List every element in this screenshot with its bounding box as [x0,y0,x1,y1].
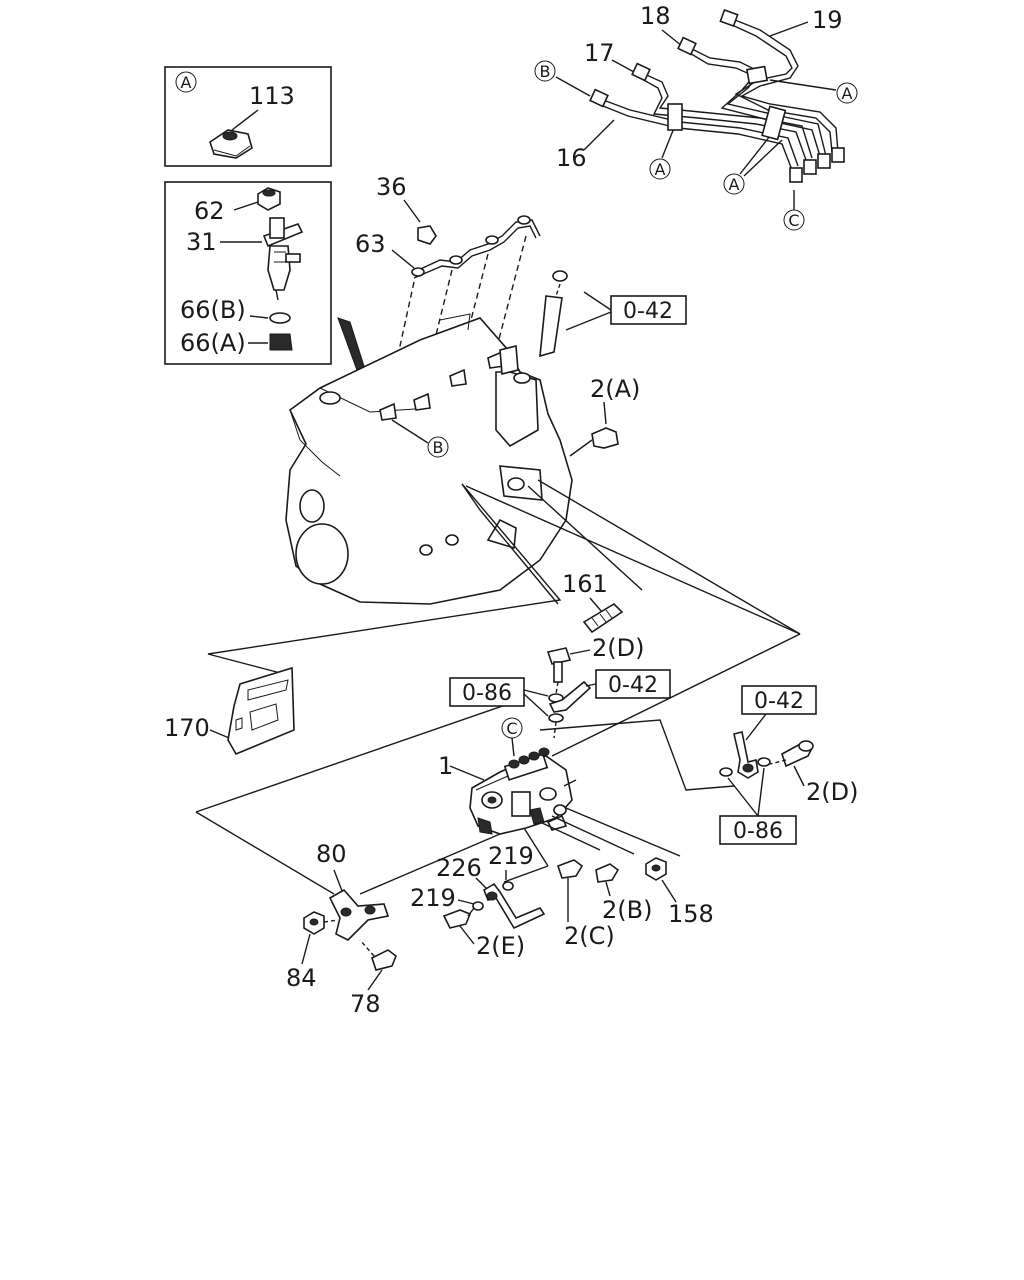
pipe-clip-right [761,105,787,141]
circle-label-c-pump: C [506,719,517,738]
label-84: 84 [286,964,317,992]
stud-161-group: 161 [562,570,624,634]
ref-0-42-right: 0-42 [754,689,804,714]
circle-label-b-engine: B [433,438,444,457]
label-31: 31 [186,228,217,256]
label-18: 18 [640,2,671,30]
o-ring-66b [269,312,291,324]
bolt-2a [591,427,619,449]
label-113: 113 [249,82,295,110]
injection-pump-group: 1 C [359,717,681,895]
label-62: 62 [194,197,225,225]
circle-label-a-pipe-right: A [842,84,853,103]
washer-bottom [548,713,564,723]
bolt-2b [595,863,620,883]
injector-body-31 [267,245,291,291]
inset-box-injector: 62 31 66(B) 66(A) [164,181,332,365]
ref-0-42-pump: 0-42 [608,673,658,698]
inset-box-clip: A 113 [164,66,332,167]
washer-219-left [472,901,484,911]
label-2d-right: 2(D) [806,778,858,806]
assembly-lines [195,479,801,895]
lower-parts: 80 84 78 226 219 219 2(E) 2(C) [286,840,714,1018]
label-219-left: 219 [410,884,456,912]
label-226: 226 [436,854,482,882]
label-2e: 2(E) [476,932,525,960]
label-1: 1 [438,752,453,780]
washer-219-top [502,881,514,891]
ref-0-86-left: 0-86 [462,681,512,706]
right-bracket-group: 0-42 2(D) 0-86 [719,685,858,845]
circle-label-a-inset: A [181,73,192,92]
label-17: 17 [584,39,615,67]
pump-top-fittings: 2(D) 0-86 0-42 [449,634,671,739]
label-2d-top: 2(D) [592,634,644,662]
bracket-80 [328,888,390,941]
seal-66a [269,333,293,351]
pipe-clip-113 [209,129,253,159]
label-16: 16 [556,144,587,172]
label-78: 78 [350,990,381,1018]
circle-label-c-pipe: C [788,211,799,230]
label-2b: 2(B) [602,896,652,924]
bolt-2d-top [546,647,572,665]
label-63: 63 [355,230,386,258]
label-2c: 2(C) [564,922,615,950]
label-2a: 2(A) [590,375,640,403]
engine-pulley [295,523,349,585]
label-170: 170 [164,714,210,742]
bolt-2e [442,909,472,929]
gasket-170-group: 170 [164,666,295,756]
circle-label-a-pipe-low: A [729,175,740,194]
label-19: 19 [812,6,843,34]
label-161: 161 [562,570,608,598]
washer-right-a [719,767,733,777]
label-219-top: 219 [488,842,534,870]
injection-pipes: 18 19 17 16 B A A A C [534,2,858,231]
pipe-226 [483,882,546,930]
gasket-170 [227,666,295,756]
label-66a: 66(A) [180,329,246,357]
pipe-clip-mid [667,103,683,131]
ref-0-86-right: 0-86 [733,819,783,844]
bolt-36 [417,225,437,245]
washer-right-b [757,757,771,767]
ref-0-42-valve: 0-42 [623,299,673,324]
bolt-2c [556,859,584,879]
circle-label-a-pipe-mid: A [655,160,666,179]
circle-label-b-pipe: B [540,62,551,81]
label-158: 158 [668,900,714,928]
label-80: 80 [316,840,347,868]
pipe-clip-top [745,65,769,85]
engine-block: 36 63 0-42 [285,173,687,605]
label-66b: 66(B) [180,296,246,324]
bolt-78 [371,949,397,971]
banjo-fitting [548,680,592,713]
overflow-valve [539,295,563,358]
label-36: 36 [376,173,407,201]
